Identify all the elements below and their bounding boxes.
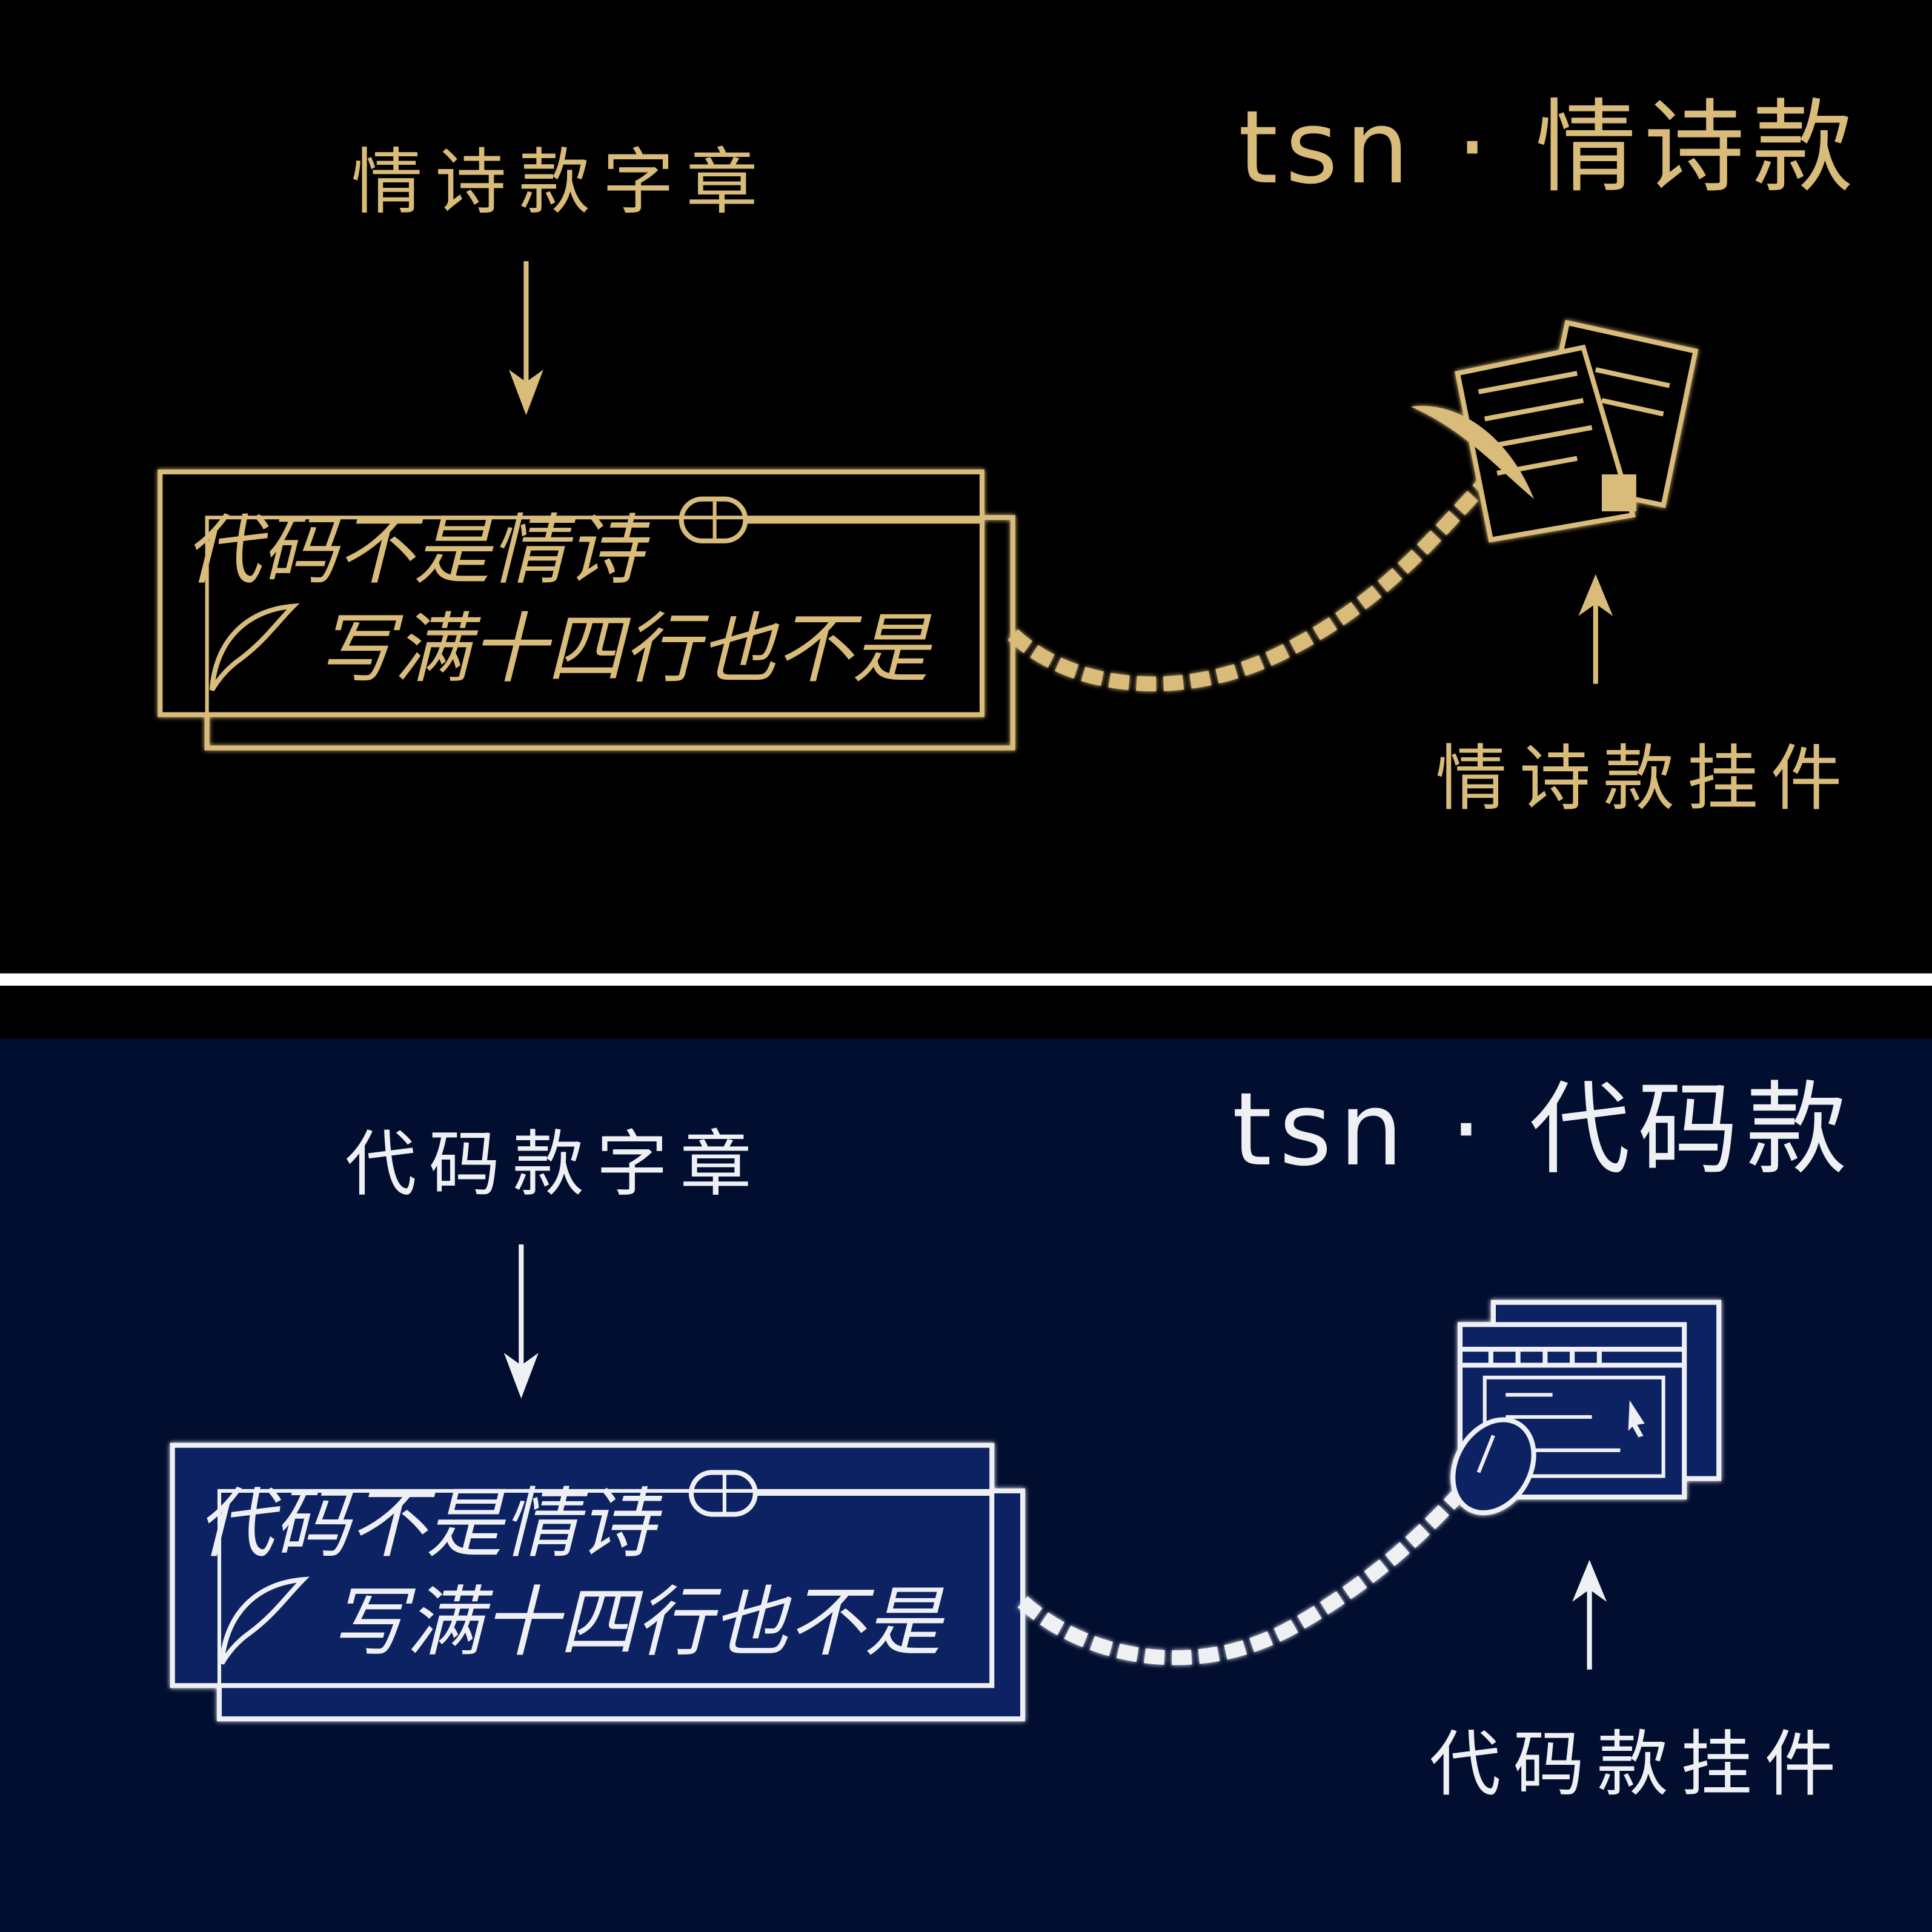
arrow-down-icon: [503, 1244, 539, 1399]
quill-icon: [209, 603, 300, 692]
divider: [0, 973, 1932, 986]
chain: [1007, 477, 1490, 692]
arrow-down-icon: [508, 261, 543, 416]
pendant-label: 情诗款挂件: [1435, 737, 1854, 820]
badge-line2: 写满十四行也不是: [330, 1578, 945, 1667]
pendant-label: 代码款挂件: [1429, 1723, 1848, 1806]
code-section: tsn · 代码款 代码款字章 代码不是情诗 写满十四行也不是: [170, 1071, 1854, 1806]
badge-line2: 写满十四行也不是: [318, 605, 933, 694]
arrow-up-icon: [1572, 1559, 1607, 1670]
quill-icon: [219, 1576, 310, 1665]
badge-line1: 代码不是情诗: [197, 1479, 662, 1569]
badge-line1: 代码不是情诗: [185, 506, 650, 595]
section-title: tsn · 情诗款: [1238, 89, 1861, 207]
badge: 代码不是情诗 写满十四行也不是: [158, 469, 1015, 751]
arrow-up-icon: [1578, 574, 1613, 684]
mouse-icon: [688, 1470, 992, 1517]
papers-quill-icon: [1410, 320, 1699, 543]
gold-section: tsn · 情诗款 情诗款字章 代码不是情诗 写满十四行也不是: [158, 89, 1861, 820]
browser-window-mouse-icon: [1450, 1300, 1722, 1516]
chain: [1017, 1467, 1484, 1665]
badge-label: 代码款字章: [345, 1123, 763, 1206]
mouse-icon: [679, 496, 982, 543]
divider-band: [0, 986, 1932, 1039]
badge: 代码不是情诗 写满十四行也不是: [170, 1442, 1026, 1722]
section-title: tsn · 代码款: [1232, 1071, 1854, 1189]
badge-label: 情诗款字章: [351, 141, 770, 224]
